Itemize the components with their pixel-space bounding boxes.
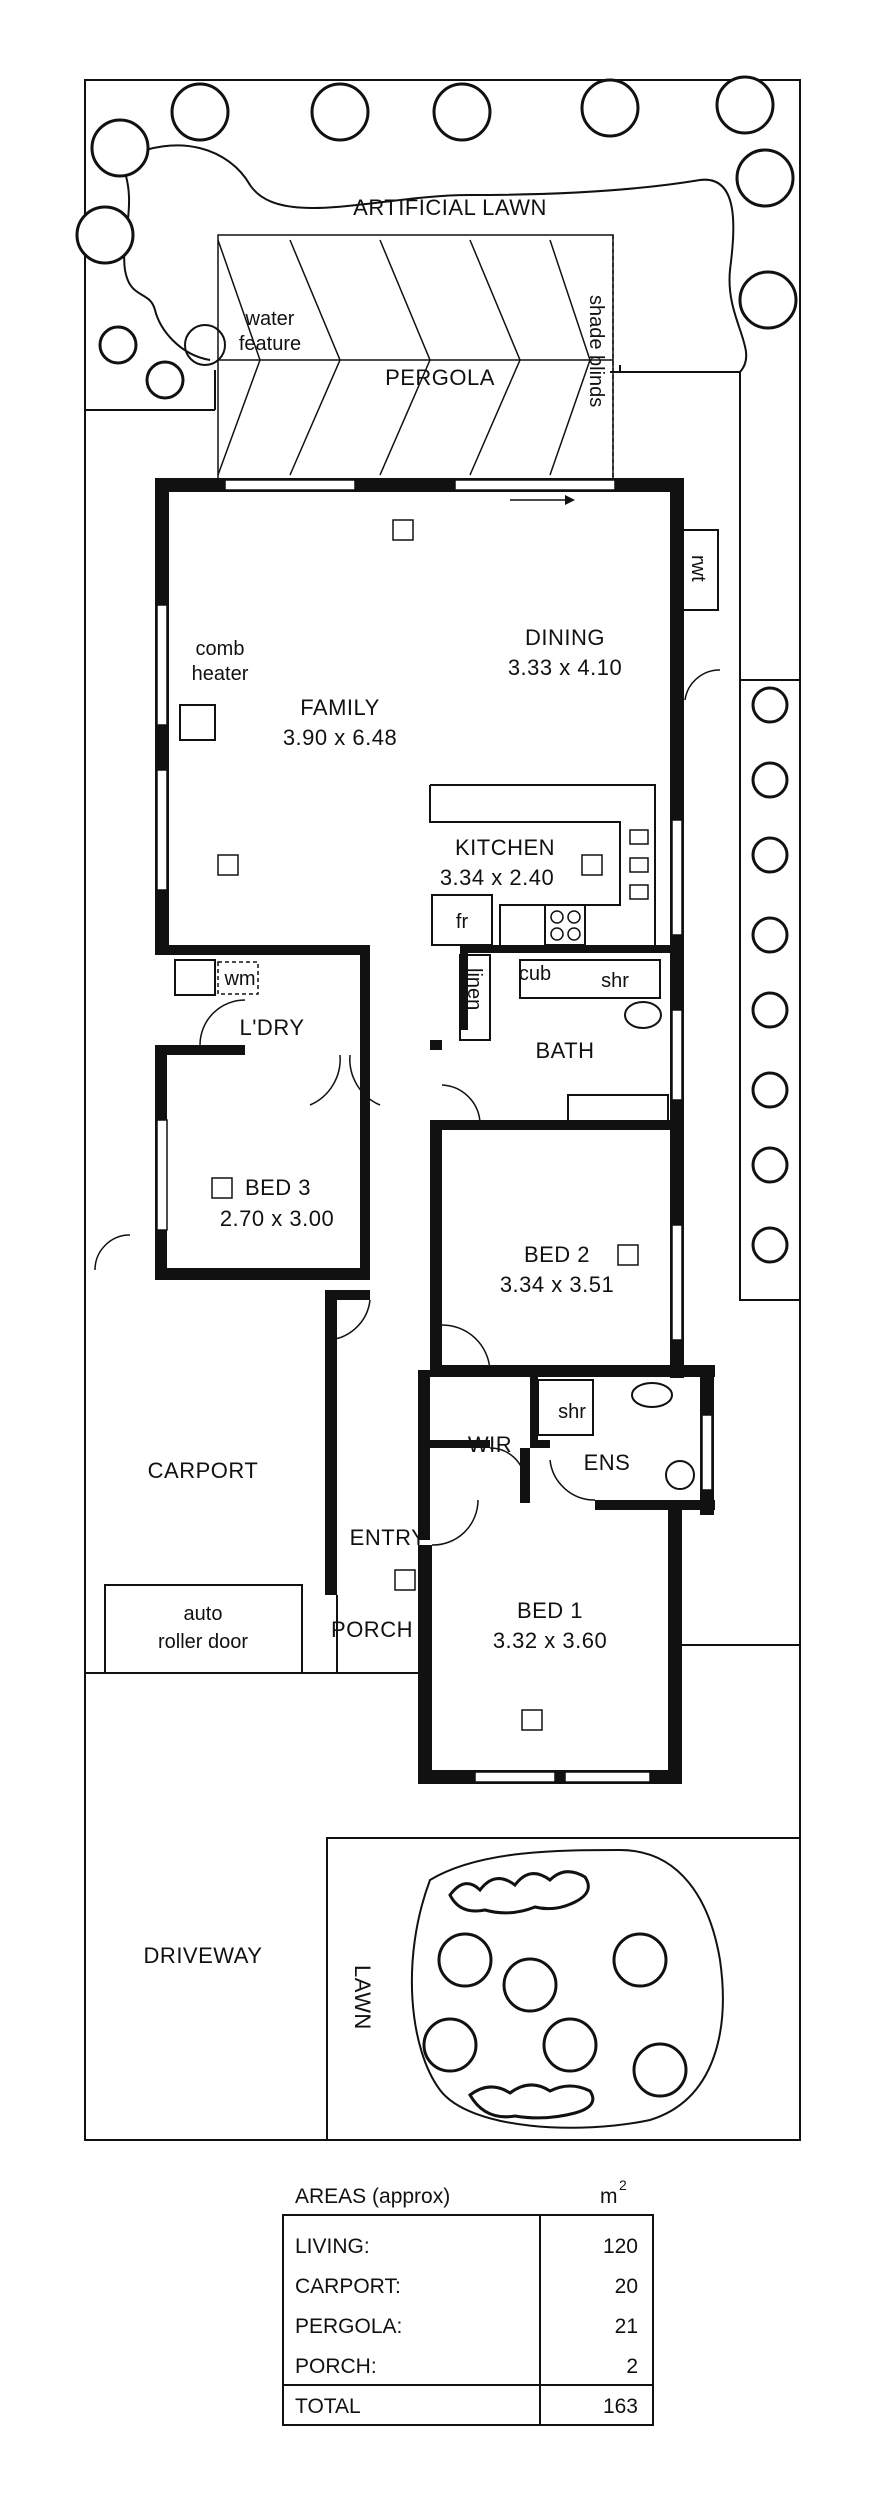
toilet-icon	[624, 1001, 662, 1029]
area-total-value: 163	[603, 2395, 638, 2418]
washing-machine-icon	[217, 961, 259, 995]
water-feature-label: feature	[239, 333, 301, 355]
kitchen-label: KITCHEN	[455, 835, 555, 860]
garden-trees	[75, 75, 798, 400]
kitchen-bench	[429, 784, 656, 946]
ensuite-shower-label: shr	[558, 1401, 586, 1423]
tree-icon	[580, 78, 640, 138]
cub-label: cub	[519, 963, 551, 985]
bed3-size: 2.70 x 3.00	[220, 1206, 334, 1231]
water-feature-icon	[184, 324, 226, 366]
area-row-label: CARPORT:	[295, 2275, 401, 2298]
vanity-icon	[567, 1094, 669, 1126]
laundry-label: L'DRY	[240, 1015, 305, 1040]
tree-icon	[738, 270, 798, 330]
bed2-size: 3.34 x 3.51	[500, 1272, 614, 1297]
entry-label: ENTRY	[350, 1525, 427, 1550]
side-garden	[739, 679, 801, 1301]
area-row-value: 120	[603, 2235, 638, 2258]
area-row-label: PERGOLA:	[295, 2315, 402, 2338]
tree-icon	[735, 148, 795, 208]
dining-label: DINING	[525, 625, 605, 650]
ensuite-toilet-icon	[665, 1460, 695, 1490]
linen-cupboard	[459, 954, 491, 1041]
areas-unit-sup: 2	[619, 2177, 627, 2193]
ens-label: ENS	[584, 1450, 631, 1475]
windows	[156, 479, 713, 1783]
ensuite-shower	[537, 1379, 594, 1436]
wir-label: WIR	[468, 1432, 512, 1457]
wm-label: wm	[223, 968, 255, 990]
pergola-label: PERGOLA	[385, 365, 495, 390]
fridge-label: fr	[456, 911, 469, 933]
area-row-value: 2	[626, 2355, 638, 2378]
area-row-value: 21	[615, 2315, 638, 2338]
dining-size: 3.33 x 4.10	[508, 655, 622, 680]
areas-unit: m	[600, 2185, 618, 2208]
linen-label: linen	[463, 968, 485, 1010]
artificial-lawn-outline	[119, 144, 748, 373]
roller-door-label: roller door	[158, 1631, 248, 1653]
tree-icon	[432, 82, 492, 142]
bed3-label: BED 3	[245, 1175, 311, 1200]
comb-heater-label: heater	[192, 663, 249, 685]
vents	[211, 519, 639, 1731]
shower-label: shr	[601, 970, 629, 992]
bath-label: BATH	[535, 1038, 594, 1063]
arrow-icon	[565, 495, 575, 505]
carport-label: CARPORT	[148, 1458, 259, 1483]
area-row-label: LIVING:	[295, 2235, 370, 2258]
bed1-size: 3.32 x 3.60	[493, 1628, 607, 1653]
bed2-label: BED 2	[524, 1242, 590, 1267]
entry-step	[394, 1569, 416, 1591]
shrub-icon	[145, 360, 185, 400]
room-labels: ARTIFICIAL LAWN water feature PERGOLA sh…	[144, 195, 709, 2030]
heater-icon	[179, 704, 216, 741]
family-label: FAMILY	[300, 695, 380, 720]
rwt-label: rwt	[687, 555, 709, 582]
lawn-label: LAWN	[350, 1965, 375, 2030]
artificial-lawn-label: ARTIFICIAL LAWN	[353, 195, 547, 220]
ensuite-vanity-icon	[631, 1382, 673, 1408]
auto-roller-door	[104, 1584, 303, 1674]
tree-icon	[715, 75, 775, 135]
areas-table: AREAS (approx) m 2 LIVING: 120 CARPORT: …	[282, 2177, 654, 2426]
laundry-tub-icon	[174, 959, 216, 996]
tree-icon	[75, 205, 135, 265]
tree-icon	[90, 118, 150, 178]
side-garden-shrubs	[751, 686, 789, 1264]
driveway-label: DRIVEWAY	[144, 1943, 263, 1968]
water-feature-label: water	[245, 308, 295, 330]
family-size: 3.90 x 6.48	[283, 725, 397, 750]
door-swings	[94, 669, 721, 1546]
shower-icon	[519, 959, 661, 999]
shrub-icon	[98, 325, 138, 365]
pergola	[217, 234, 614, 481]
areas-title: AREAS (approx)	[295, 2185, 450, 2208]
front-garden-trees	[422, 1870, 688, 2120]
front-lawn	[326, 1837, 801, 2141]
bed1-label: BED 1	[517, 1598, 583, 1623]
kitchen-size: 3.34 x 2.40	[440, 865, 554, 890]
area-total-label: TOTAL	[295, 2395, 361, 2418]
garden-bed	[410, 1848, 724, 2129]
shade-blinds-label: shade blinds	[585, 295, 607, 407]
area-row-value: 20	[615, 2275, 638, 2298]
porch-label: PORCH	[331, 1617, 413, 1642]
area-row-label: PORCH:	[295, 2355, 377, 2378]
tree-icon	[170, 82, 230, 142]
tree-icon	[310, 82, 370, 142]
comb-heater-label: comb	[196, 638, 245, 660]
roller-door-label: auto	[184, 1603, 223, 1625]
